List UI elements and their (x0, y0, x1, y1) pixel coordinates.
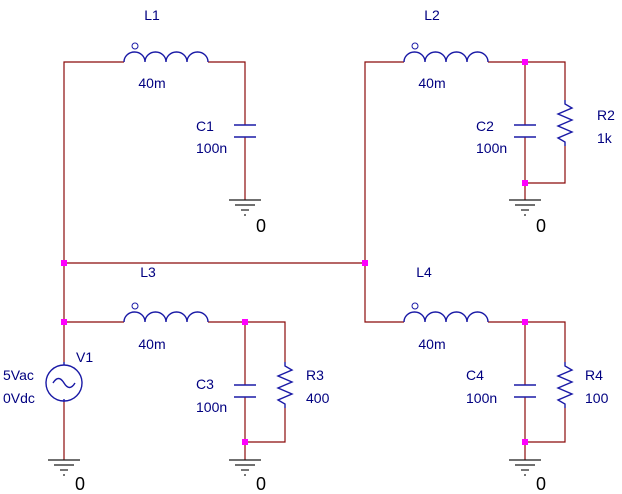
wire-r2-bottom (525, 146, 566, 184)
resistor-r2-ref: R2 (597, 107, 615, 123)
ground-c3-label: 0 (256, 474, 266, 494)
junction-node (61, 319, 67, 325)
voltage-source-v1-ac: 5Vac (3, 367, 34, 383)
junction-node (242, 319, 248, 325)
ground-c1-label: 0 (256, 216, 266, 236)
inductor-l3: L3 40m (123, 264, 209, 352)
resistor-r3-ref: R3 (306, 367, 324, 383)
wire-l1-branch (63, 61, 124, 263)
capacitor-c2-value: 100n (476, 140, 507, 156)
resistor-r4-ref: R4 (585, 367, 603, 383)
inductor-l4-ref: L4 (416, 264, 432, 280)
inductor-l2: L2 40m (403, 7, 489, 91)
ground-c4-label: 0 (536, 474, 546, 494)
resistor-r2: R2 1k (556, 100, 615, 146)
junction-node (522, 439, 528, 445)
inductor-l2-value: 40m (418, 75, 445, 91)
capacitor-c3: C3 100n (196, 376, 256, 415)
sine-wave-icon (52, 377, 76, 389)
resistor-r4-value: 100 (585, 390, 609, 406)
junction-node (522, 319, 528, 325)
capacitor-c4-ref: C4 (466, 367, 484, 383)
ground-v1: 0 (48, 459, 85, 494)
capacitor-c1-value: 100n (196, 140, 227, 156)
inductor-l4-value: 40m (418, 336, 445, 352)
capacitor-c4-value: 100n (466, 390, 497, 406)
capacitor-c3-ref: C3 (196, 376, 214, 392)
wire-r4-top (525, 321, 566, 362)
polarity-dot-icon (411, 302, 419, 310)
capacitor-c1-ref: C1 (196, 118, 214, 134)
voltage-source-v1-dc: 0Vdc (3, 390, 35, 406)
junction-node (362, 260, 368, 266)
wire-r3-bottom (245, 408, 286, 443)
wire-l1-c1 (208, 61, 246, 125)
wire-l4-branch (364, 263, 404, 323)
capacitor-c1: C1 100n (196, 118, 256, 156)
inductor-l4: L4 40m (403, 264, 489, 352)
inductor-l2-ref: L2 (424, 7, 440, 23)
inductor-l1-value: 40m (138, 75, 165, 91)
ground-c2-label: 0 (536, 216, 546, 236)
voltage-source-v1: V1 5Vac 0Vdc (3, 349, 93, 406)
ground-c2: 0 (509, 199, 546, 236)
ground-c1: 0 (229, 199, 266, 236)
inductor-l1-ref: L1 (144, 7, 160, 23)
junction-node (522, 59, 528, 65)
capacitor-c3-value: 100n (196, 399, 227, 415)
resistor-r2-value: 1k (597, 130, 613, 146)
inductor-l3-value: 40m (138, 336, 165, 352)
junction-node (61, 260, 67, 266)
resistor-r4: R4 100 (556, 362, 609, 408)
inductor-l3-ref: L3 (140, 264, 156, 280)
wire-r2-top (525, 61, 566, 100)
wire-r3-top (245, 321, 286, 362)
ground-c4: 0 (509, 459, 546, 494)
ground-c3: 0 (229, 459, 266, 494)
polarity-dot-icon (131, 302, 139, 310)
junction-nodes (61, 59, 528, 445)
resistor-r3: R3 400 (276, 362, 330, 408)
capacitor-c4: C4 100n (466, 367, 536, 406)
capacitor-c2: C2 100n (476, 118, 536, 156)
polarity-dot-icon (131, 42, 139, 50)
voltage-source-v1-ref: V1 (76, 349, 93, 365)
wire-l2-branch (364, 61, 404, 263)
polarity-dot-icon (411, 42, 419, 50)
resistor-r3-value: 400 (306, 390, 330, 406)
wire-r4-bottom (525, 408, 566, 443)
capacitor-c2-ref: C2 (476, 118, 494, 134)
ground-v1-label: 0 (75, 474, 85, 494)
junction-node (522, 180, 528, 186)
junction-node (242, 439, 248, 445)
inductor-l1: L1 40m (123, 7, 209, 91)
wires (63, 61, 566, 460)
